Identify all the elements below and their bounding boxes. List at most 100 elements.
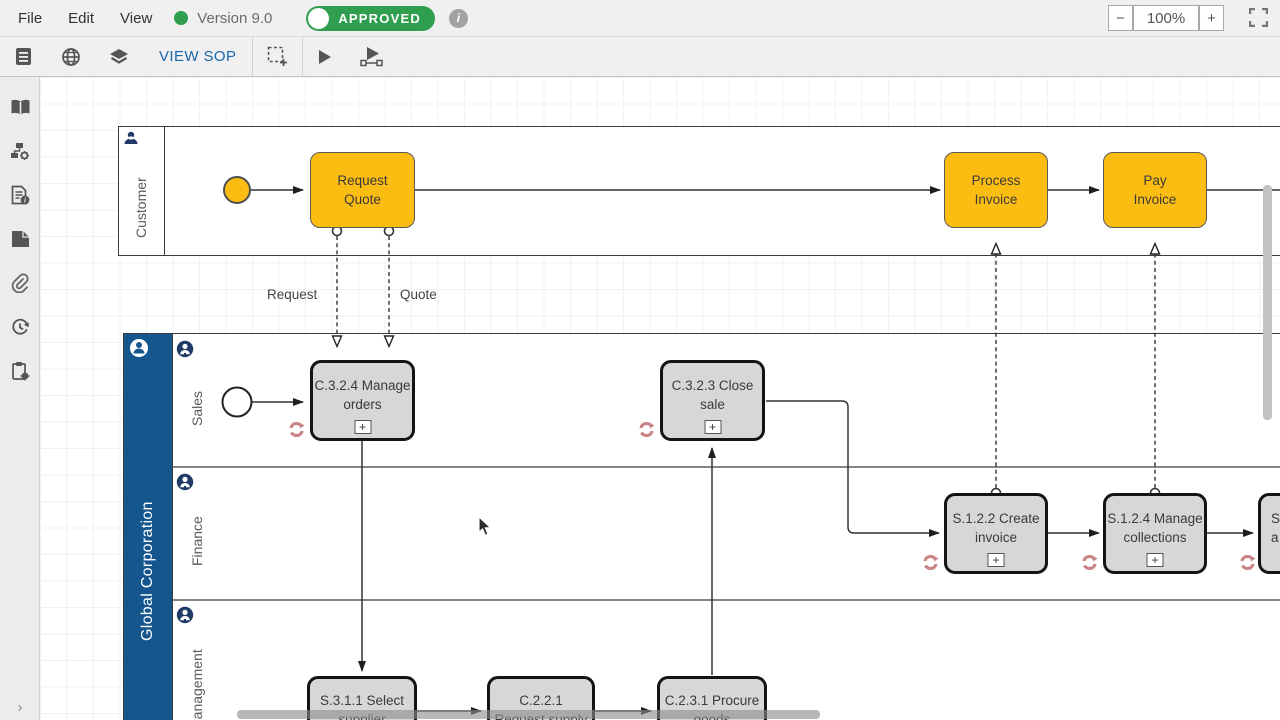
status-badge: APPROVED <box>338 10 421 26</box>
flow-close-sale-to-create-invoice[interactable] <box>766 400 940 537</box>
menu-bar: File Edit View Version 9.0 APPROVED i − … <box>0 0 1280 37</box>
version-indicator: Version 9.0 <box>174 10 272 27</box>
lane-management-icon <box>176 606 194 624</box>
subprocess-create-invoice[interactable]: S.1.2.2 Create invoice + <box>944 493 1048 574</box>
subprocess-expand-marker[interactable]: + <box>1146 553 1164 567</box>
vertical-scrollbar[interactable] <box>1263 185 1272 420</box>
subprocess-expand-marker[interactable]: + <box>704 420 721 434</box>
process-gear-icon <box>11 142 29 160</box>
version-label: Version 9.0 <box>197 9 273 27</box>
play-button[interactable] <box>303 37 346 77</box>
book-icon <box>11 99 29 114</box>
loop-indicator-icon <box>289 422 305 437</box>
diagram-canvas[interactable]: Customer Global Corporation Sales Financ… <box>40 77 1280 720</box>
zoom-controls: − 100% + <box>1108 5 1224 31</box>
subprocess-manage-collections[interactable]: S.1.2.4 Manage collections + <box>1103 493 1207 574</box>
subprocess-manage-orders[interactable]: C.3.2.4 Manage orders + <box>310 360 415 441</box>
lane-finance-label: Finance <box>189 516 205 566</box>
diagram-world: Customer Global Corporation Sales Financ… <box>40 77 1280 720</box>
process-settings-button[interactable] <box>0 129 40 173</box>
start-event-customer[interactable] <box>223 176 251 204</box>
horizontal-scrollbar[interactable] <box>237 710 820 719</box>
lane-sales-label: Sales <box>189 390 205 426</box>
task-label: Invoice <box>1133 192 1177 207</box>
task-label: C.2.2.1 <box>519 693 563 708</box>
subprocess-expand-marker[interactable]: + <box>987 553 1005 567</box>
history-button[interactable] <box>0 305 40 349</box>
play-icon <box>319 49 332 64</box>
clipboard-gear-icon <box>11 362 29 381</box>
subprocess-expand-marker[interactable]: + <box>354 420 371 434</box>
pool-global-header <box>124 334 173 720</box>
task-pay-invoice[interactable]: Pay Invoice <box>1103 152 1207 228</box>
diagram-toolbar: VIEW SOP <box>0 36 1280 77</box>
document-info-button[interactable]: i <box>0 173 40 217</box>
layers-icon <box>110 48 128 64</box>
approval-status-toggle[interactable]: APPROVED <box>306 5 435 31</box>
file-button[interactable] <box>0 217 40 261</box>
document-info-icon: i <box>11 185 29 205</box>
task-label: sale <box>700 396 725 412</box>
sidebar-expand-button[interactable]: › <box>17 699 23 716</box>
layers-button[interactable] <box>95 37 143 77</box>
pool-global-label: Global Corporation <box>139 501 156 641</box>
task-label: C.3.2.3 Close <box>671 377 754 393</box>
global-corporation-icon <box>130 339 148 357</box>
lane-finance-icon <box>176 473 194 491</box>
svg-text:i: i <box>24 198 27 205</box>
loop-indicator-icon <box>639 422 655 437</box>
selection-add-icon <box>268 46 288 66</box>
task-process-invoice[interactable]: Process Invoice <box>944 152 1048 228</box>
toolbar-divider <box>252 36 254 77</box>
globe-button[interactable] <box>47 37 95 77</box>
history-icon <box>12 318 29 335</box>
task-label: Pay <box>1143 173 1167 188</box>
select-add-button[interactable] <box>253 37 302 77</box>
message-label-quote: Quote <box>400 287 437 302</box>
start-event-sales[interactable] <box>221 386 253 418</box>
message-label-request: Request <box>267 287 318 302</box>
task-request-quote[interactable]: Request Quote <box>310 152 415 228</box>
task-label: Request <box>337 173 388 188</box>
paperclip-icon <box>11 273 29 293</box>
task-label: Process <box>971 173 1021 188</box>
task-label: Quote <box>344 192 381 207</box>
toolbar-divider <box>302 36 304 77</box>
menu-file[interactable]: File <box>18 9 43 27</box>
document-report-button[interactable] <box>0 37 47 77</box>
fullscreen-icon[interactable] <box>1248 7 1269 28</box>
lane-management-label: Management <box>189 649 205 720</box>
menu-view[interactable]: View <box>120 9 153 27</box>
pool-customer-label-rail <box>119 127 165 255</box>
loop-indicator-icon <box>1240 555 1256 570</box>
view-sop-button[interactable]: VIEW SOP <box>159 48 237 65</box>
task-label: S.1 <box>1271 510 1280 526</box>
zoom-level: 100% <box>1133 5 1199 31</box>
subprocess-partial-right[interactable]: S.1 a <box>1258 493 1280 574</box>
mouse-cursor <box>478 516 492 537</box>
task-label: orders <box>343 396 382 412</box>
left-sidebar: i › <box>0 77 40 720</box>
loop-indicator-icon <box>923 555 939 570</box>
task-label: collections <box>1123 529 1187 545</box>
zoom-out-button[interactable]: − <box>1108 5 1133 31</box>
task-label: C.2.3.1 Procure <box>664 693 760 708</box>
task-label: invoice <box>974 529 1018 545</box>
globe-icon <box>62 47 80 66</box>
loop-indicator-icon <box>1082 555 1098 570</box>
subprocess-close-sale[interactable]: C.3.2.3 Close sale + <box>660 360 765 441</box>
zoom-in-button[interactable]: + <box>1199 5 1224 31</box>
task-label: S.1.2.4 Manage <box>1107 510 1203 526</box>
menu-edit[interactable]: Edit <box>68 9 95 27</box>
simulate-button[interactable] <box>346 37 398 77</box>
task-label: S.3.1.1 Select <box>319 693 405 708</box>
task-label: S.1.2.2 Create <box>952 510 1040 526</box>
clipboard-settings-button[interactable] <box>0 349 40 393</box>
glossary-button[interactable] <box>0 85 40 129</box>
attachment-button[interactable] <box>0 261 40 305</box>
info-icon[interactable]: i <box>448 8 468 28</box>
pool-customer-label: Customer <box>133 177 149 238</box>
lane-sales-icon <box>176 340 194 358</box>
document-icon <box>16 48 31 65</box>
task-label: a <box>1271 529 1279 545</box>
